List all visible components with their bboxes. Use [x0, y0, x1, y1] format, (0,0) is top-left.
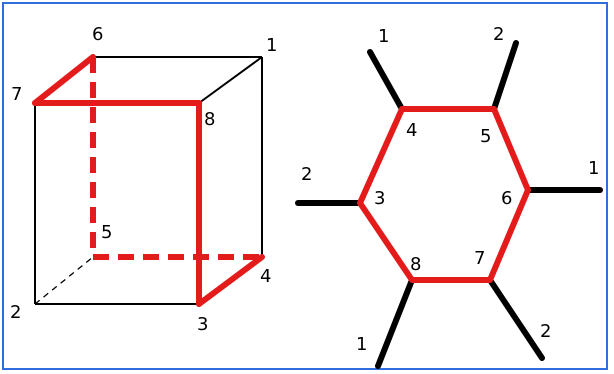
ring-label-6: 6: [501, 188, 512, 209]
cube-label-7: 7: [11, 84, 22, 105]
cube-label-5: 5: [101, 222, 112, 243]
frame-border: [2, 2, 608, 370]
cube-label-6: 6: [92, 24, 103, 45]
cube-label-8: 8: [204, 109, 215, 130]
cube-label-1: 1: [266, 35, 277, 56]
cube-red-edge-3-4: [196, 254, 265, 307]
substituent-label-left: 2: [301, 164, 312, 185]
hexagon-diagram: 4 5 3 6 8 7 1 2 2 1 1 2: [295, 24, 603, 369]
bond-bottom-right: [487, 277, 545, 361]
cube-label-3: 3: [197, 314, 208, 335]
ring-label-5: 5: [480, 126, 491, 147]
ring-label-7: 7: [474, 248, 485, 269]
cube-label-4: 4: [260, 266, 271, 287]
ring-label-8: 8: [410, 254, 421, 275]
cube-label-2: 2: [10, 302, 21, 323]
bond-bottom-left: [375, 277, 415, 369]
bond-top-left: [367, 49, 405, 112]
substituent-label-top-left: 1: [378, 26, 389, 47]
substituent-label-bottom-left: 1: [356, 334, 367, 355]
cube-edge-2-5-hidden: [34, 256, 94, 305]
ring-label-4: 4: [406, 120, 417, 141]
substituent-label-top-right: 2: [493, 24, 504, 45]
substituent-label-right: 1: [588, 158, 599, 179]
cube-red-edge-6-7: [32, 54, 96, 106]
hexagon-ring: [357, 106, 531, 283]
cube-edge-1-8: [198, 56, 263, 104]
substituent-label-bottom-right: 2: [540, 321, 551, 342]
cube-diagram: 1 2 3 4 5 6 7 8: [10, 24, 277, 335]
bond-top-right: [491, 40, 519, 112]
ring-label-3: 3: [374, 188, 385, 209]
